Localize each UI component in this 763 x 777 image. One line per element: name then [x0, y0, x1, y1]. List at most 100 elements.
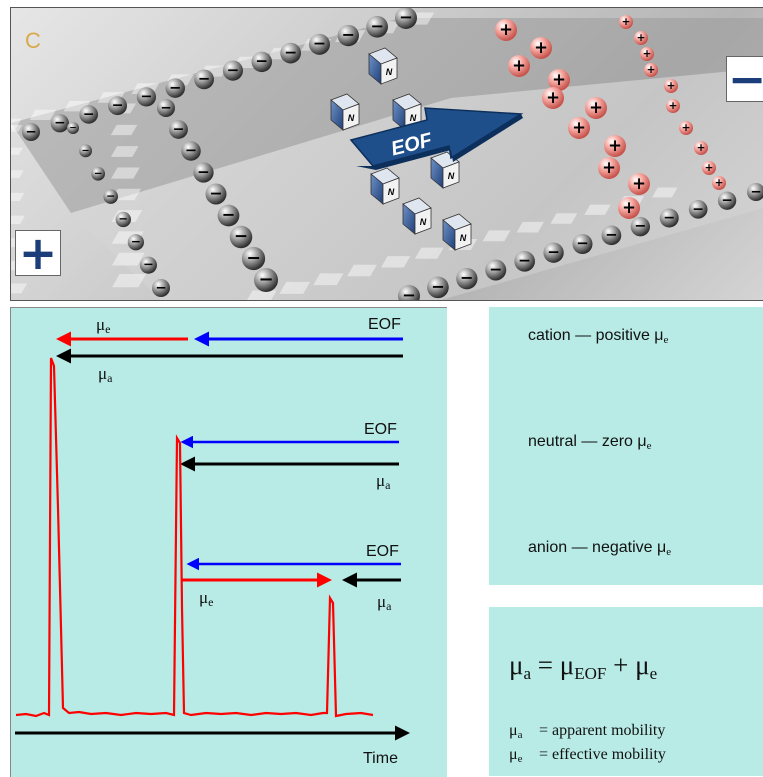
cation: +: [548, 69, 570, 91]
svg-text:−: −: [106, 190, 115, 203]
svg-text:+: +: [697, 142, 706, 154]
svg-text:−: −: [82, 146, 90, 157]
peak3-eof-label: EOF: [366, 543, 399, 560]
cation: +: [508, 55, 530, 77]
svg-text:−: −: [518, 252, 531, 270]
plus-icon: +: [18, 226, 58, 280]
svg-text:−: −: [155, 280, 166, 296]
svg-text:+: +: [589, 98, 603, 117]
svg-text:N: N: [410, 113, 417, 123]
electropherogram-trace: [15, 357, 374, 718]
cation: +: [530, 37, 552, 59]
wall-charge: −: [194, 69, 214, 90]
svg-text:−: −: [721, 193, 733, 209]
time-axis-label: Time: [363, 750, 398, 767]
svg-text:−: −: [258, 269, 273, 290]
svg-text:+: +: [552, 70, 566, 89]
cathode-symbol: −: [726, 56, 763, 102]
cation: +: [568, 117, 590, 139]
svg-text:+: +: [546, 88, 560, 107]
wall-charge: −: [152, 279, 170, 297]
wall-charge: −: [251, 51, 272, 73]
wall-charge: −: [280, 42, 301, 64]
svg-text:−: −: [112, 98, 124, 114]
svg-text:N: N: [460, 233, 467, 243]
wall-charge: −: [427, 276, 449, 299]
svg-text:+: +: [534, 38, 548, 57]
svg-text:−: −: [576, 234, 589, 252]
wall-charge: −: [688, 200, 708, 219]
wall-charge: −: [456, 268, 478, 290]
svg-text:−: −: [140, 89, 152, 105]
svg-text:N: N: [386, 67, 393, 77]
peak2-eof-label: EOF: [364, 421, 397, 438]
wall-charge: −: [50, 114, 69, 133]
wall-charge: −: [103, 189, 118, 204]
svg-text:−: −: [313, 34, 326, 53]
peak1-mu-e-label: μe: [96, 315, 111, 336]
svg-text:−: −: [234, 226, 248, 246]
svg-text:−: −: [284, 43, 297, 61]
electropherogram-plot: [15, 331, 410, 741]
panel-letter: C: [25, 28, 41, 53]
wall-charge: −: [630, 217, 650, 237]
capillary-drawing: −−−−−−−−−−−−−−−−−−−−−−−−−−−−−−−−−−−−−−−−…: [11, 8, 763, 300]
wall-charge: −: [157, 99, 175, 117]
cation: +: [618, 197, 640, 219]
svg-text:−: −: [69, 124, 77, 134]
svg-text:+: +: [622, 198, 636, 217]
svg-text:+: +: [705, 162, 714, 174]
wall-charge: −: [543, 242, 564, 263]
svg-text:−: −: [131, 235, 141, 249]
svg-text:−: −: [692, 201, 704, 217]
svg-text:−: −: [185, 142, 197, 159]
wall-charge: −: [254, 268, 278, 292]
neutral-molecule: N: [430, 151, 460, 189]
minus-icon: −: [727, 52, 763, 106]
wall-charge: −: [366, 15, 388, 38]
cation: +: [585, 97, 607, 119]
svg-text:−: −: [222, 205, 236, 224]
neutral-molecule: N: [402, 197, 432, 235]
svg-text:−: −: [209, 183, 222, 202]
peak1-eof-label: EOF: [368, 316, 401, 333]
svg-text:−: −: [431, 277, 445, 296]
svg-text:−: −: [547, 243, 560, 261]
wall-charge: −: [337, 24, 359, 47]
svg-text:+: +: [572, 118, 586, 137]
svg-text:−: −: [83, 106, 95, 122]
wall-charge: −: [514, 251, 535, 272]
svg-text:−: −: [750, 184, 761, 200]
cation: +: [495, 19, 517, 41]
cation: +: [694, 141, 708, 155]
svg-text:+: +: [637, 32, 646, 44]
wall-charge: −: [115, 212, 131, 228]
wall-charge: −: [79, 105, 98, 124]
svg-text:−: −: [489, 259, 502, 278]
svg-text:−: −: [227, 61, 240, 79]
wall-charge: −: [165, 78, 186, 98]
svg-text:−: −: [94, 168, 103, 180]
wall-charge: −: [398, 285, 420, 300]
cation: +: [664, 79, 678, 93]
svg-text:+: +: [682, 122, 691, 134]
svg-text:−: −: [605, 226, 617, 243]
svg-text:−: −: [342, 25, 355, 44]
cation: +: [598, 157, 620, 179]
svg-text:−: −: [173, 121, 185, 137]
wall-charge: −: [127, 234, 144, 251]
wall-charge: −: [395, 8, 417, 29]
cation: +: [679, 121, 693, 135]
svg-text:+: +: [602, 158, 616, 177]
cation: +: [644, 63, 658, 77]
mobility-equation-box: μa = μEOF + μe μa= apparent mobility μe=…: [489, 607, 763, 776]
peak3-mu-e-label: μe: [199, 588, 214, 609]
svg-text:+: +: [622, 16, 631, 28]
neutral-description: neutral — zero μe: [528, 433, 652, 452]
cation: +: [712, 176, 726, 190]
electropherogram-panel: μe EOF μa EOF μa EOF μe μa Time: [10, 307, 447, 777]
svg-text:−: −: [634, 219, 646, 235]
neutral-molecule: N: [330, 93, 360, 131]
svg-text:−: −: [460, 268, 473, 287]
